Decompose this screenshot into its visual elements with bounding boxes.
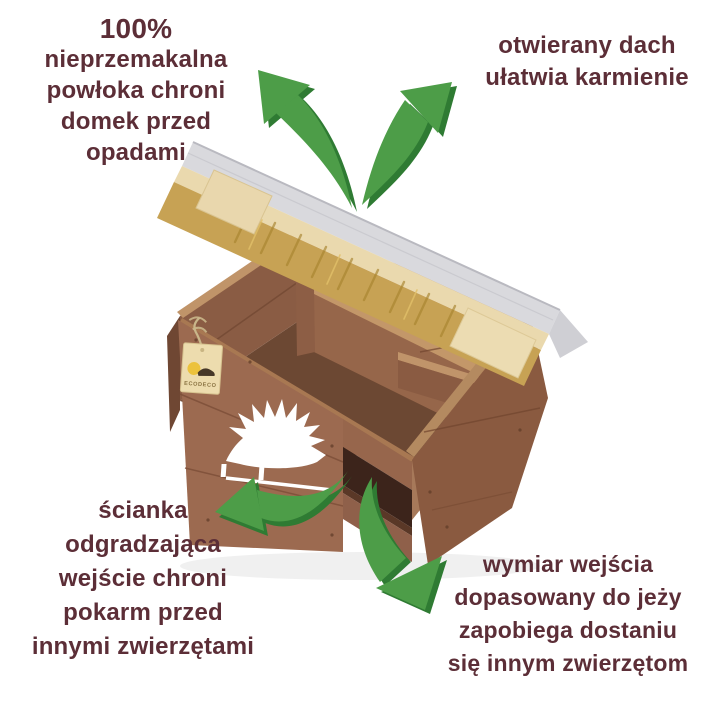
- callout-line: pokarm przed: [63, 599, 223, 626]
- callout-line: się innym zwierzętom: [447, 650, 689, 676]
- callout-line: wejście chroni: [58, 565, 228, 592]
- callout-line: powłoka chroni: [46, 77, 226, 104]
- callout-line: domek przed: [60, 108, 212, 135]
- entrance-hole: [343, 447, 412, 528]
- callout-line: dopasowany do jeży: [454, 584, 682, 610]
- callout-line: nieprzemakalna: [44, 46, 228, 73]
- roof-waterproof-cover: [182, 142, 560, 334]
- twine-string: [193, 316, 203, 347]
- arrow-top-left-icon: [258, 70, 357, 212]
- callout-line: wymiar wejścia: [482, 551, 654, 577]
- roof-lid: [157, 141, 588, 386]
- callout-partition-wall: ścianka odgradzająca wejście chroni poka…: [8, 494, 278, 664]
- callout-line: otwierany dach: [498, 32, 676, 59]
- tag-moon-logo: [187, 362, 201, 376]
- brand-tag: ECODECO: [179, 316, 223, 395]
- callout-opening-roof: otwierany dach ułatwia karmienie: [462, 30, 712, 94]
- arrow-top-right-icon: [362, 82, 457, 209]
- callout-line: odgradzająca: [65, 531, 221, 558]
- callout-line: ułatwia karmienie: [485, 64, 689, 91]
- hedgehog-stencil-icon: [220, 399, 333, 492]
- tag-hedgehog-logo: [197, 368, 215, 376]
- callout-line: opadami: [85, 139, 187, 166]
- callout-line: ścianka: [98, 497, 188, 524]
- brand-tag-label: ECODECO: [184, 381, 217, 389]
- callout-waterproof-coating: 100% nieprzemakalna powłoka chroni domek…: [8, 13, 264, 168]
- callout-entrance-size: wymiar wejścia dopasowany do jeży zapobi…: [424, 548, 712, 680]
- callout-line: innymi zwierzętami: [31, 633, 255, 660]
- callout-line: zapobiega dostaniu: [458, 617, 678, 643]
- arrow-bottom-left-icon: [215, 471, 352, 536]
- callout-line: 100%: [99, 13, 173, 44]
- arrow-bottom-right-icon: [359, 477, 447, 614]
- ground-shadow: [180, 552, 540, 580]
